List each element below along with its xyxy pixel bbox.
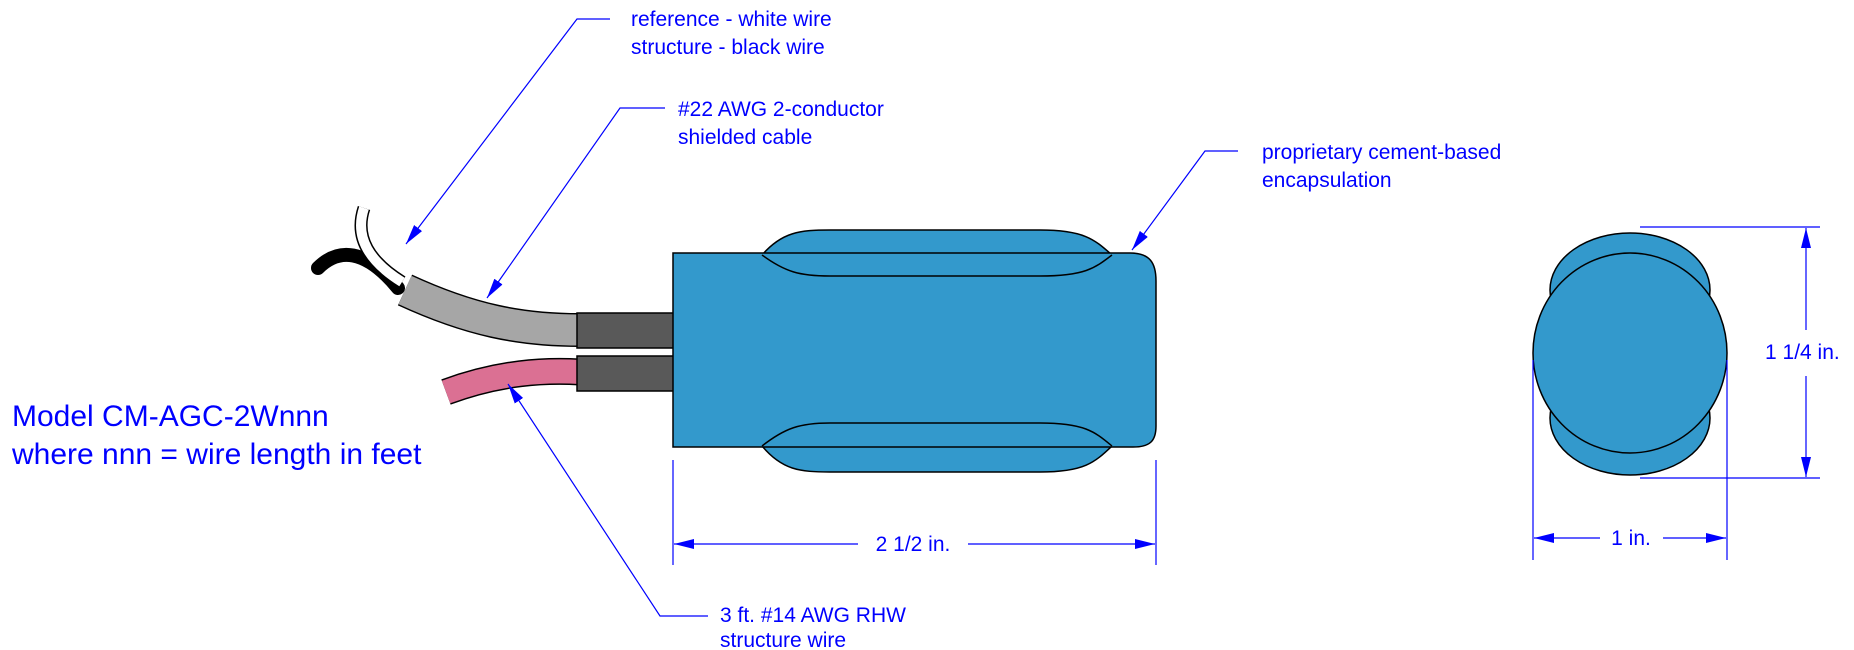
model-line2: where nnn = wire length in feet [11, 438, 422, 471]
dimension-height-label: 1 1/4 in. [1765, 341, 1840, 364]
end-view-circle [1532, 252, 1728, 454]
callout-encapsulation-line1: proprietary cement-based [1262, 141, 1501, 164]
leader-lines [405, 18, 1238, 617]
dimension-length [672, 460, 1157, 565]
cable-heat-shrink [576, 312, 676, 349]
wire-heat-shrink [576, 355, 676, 392]
callout-cable: #22 AWG 2-conductor shielded cable [678, 98, 890, 149]
dimension-length-label: 2 1/2 in. [876, 533, 951, 556]
model-label: Model CM-AGC-2Wnnn where nnn = wire leng… [11, 400, 422, 471]
callout-structure-wire-line1: 3 ft. #14 AWG RHW [720, 604, 906, 627]
dimension-width [1532, 360, 1728, 560]
dimension-height [1640, 226, 1820, 479]
callout-encapsulation-line2: encapsulation [1262, 169, 1392, 192]
callout-structure-wire-line2: structure wire [720, 629, 846, 650]
callout-cable-line1: #22 AWG 2-conductor [678, 98, 884, 121]
callout-wires: reference - white wire structure - black… [631, 8, 838, 59]
leader-cable [486, 107, 665, 299]
encapsulation-top-bulge [760, 229, 1114, 256]
encapsulation-bottom-bulge [760, 445, 1114, 473]
model-line1: Model CM-AGC-2Wnnn [12, 400, 329, 433]
encapsulation-body [672, 252, 1157, 448]
leader-wires [405, 18, 610, 245]
sensor-side-view [311, 205, 1157, 473]
leader-encapsulation [1131, 150, 1238, 251]
callout-encapsulation: proprietary cement-based encapsulation [1262, 141, 1507, 192]
callout-structure-wire: 3 ft. #14 AWG RHW structure wire [720, 604, 912, 650]
callout-wires-line2: structure - black wire [631, 36, 825, 59]
callout-wires-line1: reference - white wire [631, 8, 832, 31]
sensor-end-view [1532, 232, 1728, 476]
leader-structure-wire [507, 383, 708, 617]
dimension-width-label: 1 in. [1611, 527, 1651, 550]
callout-cable-line2: shielded cable [678, 126, 812, 149]
